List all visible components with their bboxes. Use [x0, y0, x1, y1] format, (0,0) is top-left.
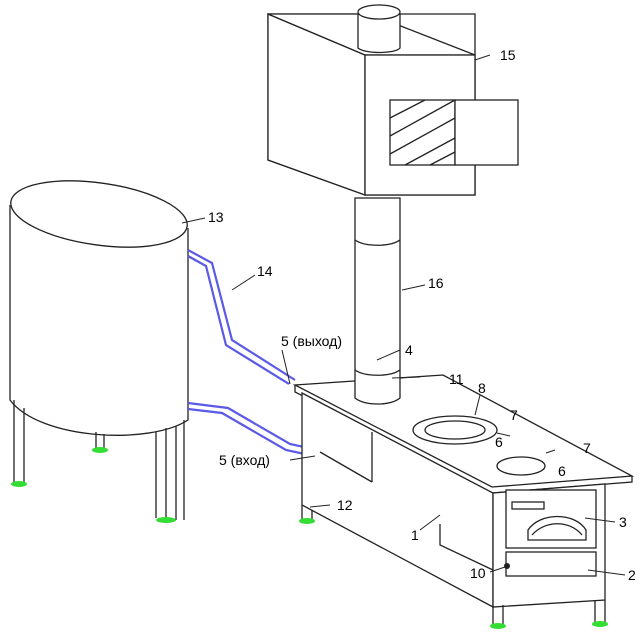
label-6-b: 6: [558, 463, 566, 479]
stove-side-hatch: [319, 432, 373, 483]
chimney-pipe-body: [354, 197, 401, 405]
box-chimney-stub: [357, 13, 401, 54]
stove-leg-front-right: [594, 600, 606, 622]
stove-leg-back: [301, 505, 313, 520]
tank-leg-2: [95, 432, 105, 448]
door-hinge: [504, 563, 510, 569]
burner-large-inner: [424, 420, 486, 440]
burner-small: [496, 456, 546, 476]
tank-top-ellipse: [10, 180, 188, 248]
tank-leg-4: [175, 420, 185, 520]
stove-leg-front-left: [492, 605, 504, 624]
door-handle-top: [511, 501, 545, 510]
label-16: 16: [428, 275, 444, 291]
label-2: 2: [628, 567, 636, 583]
label-13: 13: [208, 209, 224, 225]
fire-door-arch: [527, 516, 587, 541]
stove-foot-3: [592, 621, 608, 627]
tank-foot-3: [156, 517, 176, 523]
labels: 13 14 16 15 5 (выход) 4 11 8 7 6 7 6 5 (…: [208, 47, 636, 583]
label-5-in: 5 (вход): [219, 452, 270, 468]
box-vent-panel: [454, 99, 519, 166]
leader-lines: [181, 54, 626, 576]
label-6-a: 6: [495, 434, 503, 450]
label-5-out: 5 (выход): [281, 333, 342, 349]
firebox-front: [504, 489, 597, 577]
label-11: 11: [449, 371, 464, 387]
pipe-outlet-inner: [187, 255, 290, 385]
label-7-a: 7: [510, 407, 518, 423]
tank-leg-3: [155, 428, 167, 518]
tank-foot-1: [11, 481, 27, 487]
label-15: 15: [500, 47, 516, 63]
label-10: 10: [470, 565, 486, 581]
burners: [412, 415, 546, 476]
pipe-outlet: [187, 249, 296, 381]
stove-foot-2: [490, 623, 506, 629]
ash-door-frame: [505, 551, 597, 577]
tank-leg-1: [13, 400, 25, 482]
label-4: 4: [405, 342, 413, 358]
label-7-b: 7: [583, 440, 591, 456]
water-tank: [9, 180, 189, 523]
heat-exchanger: [267, 4, 519, 196]
label-14: 14: [257, 263, 273, 279]
label-12: 12: [337, 497, 353, 513]
label-8: 8: [478, 380, 486, 396]
tank-foot-2: [92, 447, 108, 453]
chimney-pipe: [354, 197, 401, 405]
label-3: 3: [619, 514, 627, 530]
stove-foot-1: [299, 518, 315, 524]
label-1: 1: [411, 527, 419, 543]
